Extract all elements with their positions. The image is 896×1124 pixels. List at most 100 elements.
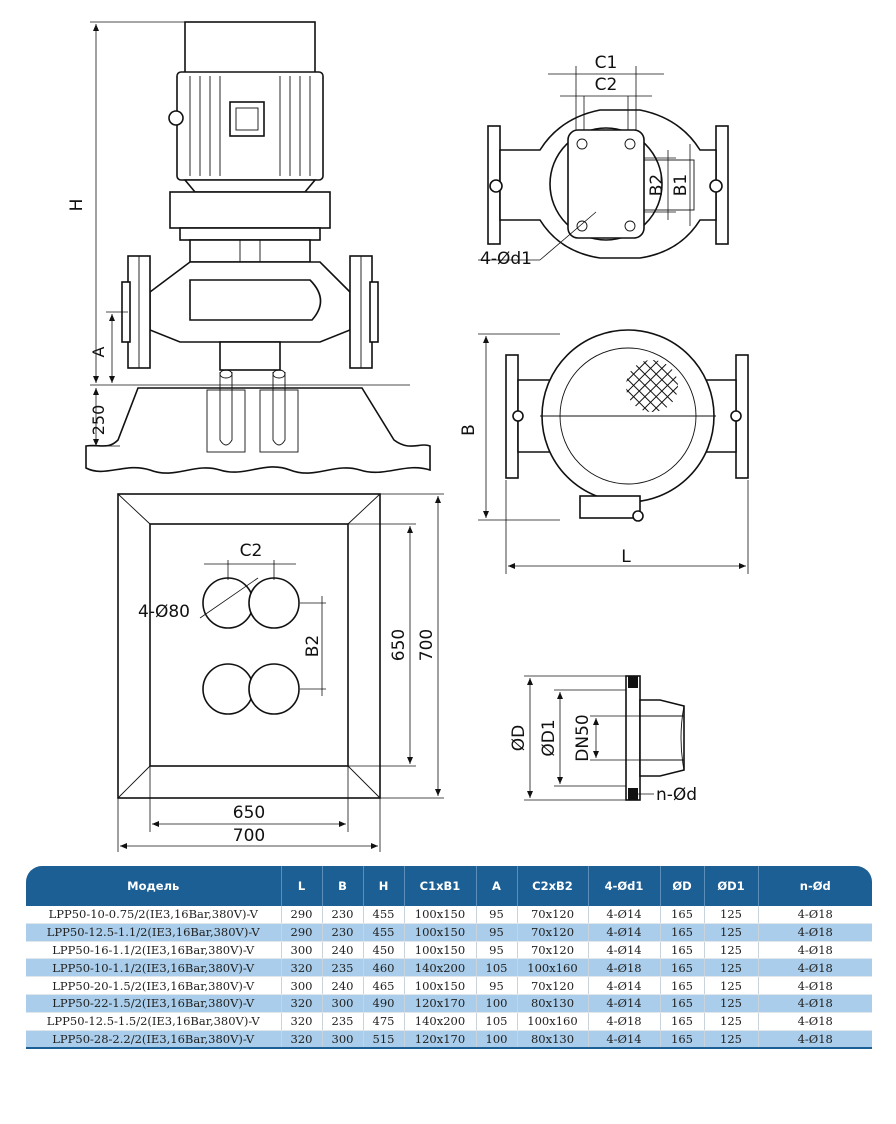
table-cell: 95 bbox=[476, 976, 518, 995]
table-cell: 120x170 bbox=[404, 994, 477, 1013]
concrete-foundation bbox=[85, 387, 431, 474]
label-b1: B1 bbox=[671, 174, 691, 196]
model-cell: LPP50-12.5-1.1/2(IE3,16Bar,380V)-V bbox=[26, 923, 282, 942]
column-header: ØD bbox=[660, 866, 705, 906]
model-cell: LPP50-28-2.2/2(IE3,16Bar,380V)-V bbox=[26, 1030, 282, 1050]
table-cell: 4-Ø14 bbox=[588, 941, 661, 960]
table-cell: 105 bbox=[476, 1012, 518, 1031]
table-cell: 165 bbox=[660, 958, 705, 978]
table-cell: 125 bbox=[704, 906, 759, 924]
label-4-d1: 4-Ød1 bbox=[480, 249, 532, 269]
label-base-height: 250 bbox=[89, 405, 108, 436]
table-cell: 4-Ø18 bbox=[758, 958, 872, 978]
table-cell: 4-Ø14 bbox=[588, 906, 661, 924]
pump-side-view: H A 250 bbox=[67, 21, 431, 474]
table-cell: 140x200 bbox=[404, 1012, 477, 1031]
column-header: ØD1 bbox=[704, 866, 759, 906]
table-cell: 4-Ø18 bbox=[758, 1012, 872, 1031]
table-cell: 70x120 bbox=[517, 923, 589, 942]
table-cell: 515 bbox=[363, 1030, 405, 1050]
technical-drawing: H A 250 C1 C2 B2 B1 bbox=[67, 21, 749, 852]
table-cell: 290 bbox=[281, 923, 323, 942]
table-cell: 100x150 bbox=[404, 906, 477, 924]
table-cell: 4-Ø14 bbox=[588, 1030, 661, 1050]
table-cell: 80x130 bbox=[517, 1030, 589, 1050]
table-cell: 300 bbox=[281, 976, 323, 995]
label-height-650: 650 bbox=[389, 629, 409, 661]
table-cell: 4-Ø18 bbox=[758, 1030, 872, 1050]
table-cell: 165 bbox=[660, 906, 705, 924]
table-cell: 95 bbox=[476, 941, 518, 960]
table-cell: 165 bbox=[660, 1030, 705, 1050]
table-cell: 120x170 bbox=[404, 1030, 477, 1050]
label-od1: ØD1 bbox=[539, 719, 559, 756]
table-cell: 100x150 bbox=[404, 976, 477, 995]
table-cell: 475 bbox=[363, 1012, 405, 1031]
table-cell: 490 bbox=[363, 994, 405, 1013]
table-cell: 105 bbox=[476, 958, 518, 978]
label-a: A bbox=[89, 346, 108, 357]
table-cell: 450 bbox=[363, 941, 405, 960]
label-b: B bbox=[459, 424, 479, 436]
table-cell: 4-Ø18 bbox=[758, 906, 872, 924]
table-cell: 165 bbox=[660, 941, 705, 960]
table-cell: 4-Ø18 bbox=[588, 958, 661, 978]
model-cell: LPP50-22-1.5/2(IE3,16Bar,380V)-V bbox=[26, 994, 282, 1013]
label-width-650: 650 bbox=[233, 803, 265, 823]
model-cell: LPP50-10-1.1/2(IE3,16Bar,380V)-V bbox=[26, 958, 282, 978]
table-cell: 460 bbox=[363, 958, 405, 978]
label-od: ØD bbox=[509, 725, 529, 751]
label-l: L bbox=[621, 547, 631, 567]
table-cell: 100 bbox=[476, 994, 518, 1013]
table-cell: 240 bbox=[322, 941, 364, 960]
label-height-700: 700 bbox=[417, 629, 437, 661]
table-cell: 125 bbox=[704, 941, 759, 960]
column-header: Модель bbox=[26, 866, 282, 906]
column-header: L bbox=[281, 866, 323, 906]
table-cell: 320 bbox=[281, 994, 323, 1013]
label-dn50: DN50 bbox=[573, 714, 593, 761]
table-cell: 4-Ø18 bbox=[758, 994, 872, 1013]
table-cell: 165 bbox=[660, 923, 705, 942]
flange-detail: ØD ØD1 DN50 n-Ød bbox=[509, 675, 697, 805]
label-n-d: n-Ød bbox=[656, 785, 697, 805]
label-c1: C1 bbox=[595, 53, 618, 73]
table-cell: 100x150 bbox=[404, 923, 477, 942]
model-cell: LPP50-12.5-1.5/2(IE3,16Bar,380V)-V bbox=[26, 1012, 282, 1031]
table-cell: 320 bbox=[281, 958, 323, 978]
label-c2-foundation: C2 bbox=[240, 541, 263, 561]
table-cell: 125 bbox=[704, 1012, 759, 1031]
table-cell: 165 bbox=[660, 976, 705, 995]
column-header: B bbox=[322, 866, 364, 906]
model-cell: LPP50-20-1.5/2(IE3,16Bar,380V)-V bbox=[26, 976, 282, 995]
table-cell: 165 bbox=[660, 1012, 705, 1031]
table-cell: 95 bbox=[476, 906, 518, 924]
table-cell: 4-Ø18 bbox=[758, 976, 872, 995]
table-cell: 300 bbox=[322, 994, 364, 1013]
table-cell: 4-Ø14 bbox=[588, 976, 661, 995]
column-header: 4-Ød1 bbox=[588, 866, 661, 906]
table-cell: 70x120 bbox=[517, 976, 589, 995]
table-cell: 455 bbox=[363, 923, 405, 942]
table-cell: 320 bbox=[281, 1030, 323, 1050]
column-header: n-Ød bbox=[758, 866, 872, 906]
table-cell: 100x160 bbox=[517, 958, 589, 978]
table-cell: 240 bbox=[322, 976, 364, 995]
label-h: H bbox=[67, 199, 87, 212]
table-cell: 100x150 bbox=[404, 941, 477, 960]
column-header: C2xB2 bbox=[517, 866, 589, 906]
table-cell: 80x130 bbox=[517, 994, 589, 1013]
table-cell: 125 bbox=[704, 1030, 759, 1050]
table-cell: 100 bbox=[476, 1030, 518, 1050]
table-cell: 4-Ø18 bbox=[758, 923, 872, 942]
table-cell: 4-Ø18 bbox=[758, 941, 872, 960]
table-cell: 70x120 bbox=[517, 906, 589, 924]
table-cell: 465 bbox=[363, 976, 405, 995]
